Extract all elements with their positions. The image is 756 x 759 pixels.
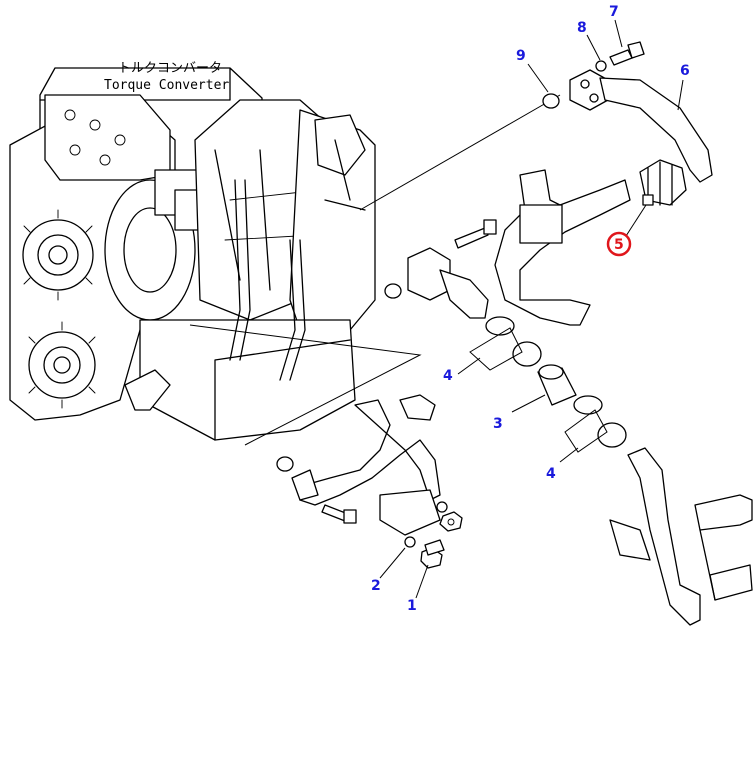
clamp-5[interactable] xyxy=(639,159,687,206)
pipe-lower-right[interactable] xyxy=(609,447,753,626)
callout-6: 6 xyxy=(680,63,690,79)
clamp-4-upper[interactable] xyxy=(469,316,542,371)
nut-right[interactable] xyxy=(439,511,463,532)
pipe-6[interactable] xyxy=(569,69,713,183)
bolt-1[interactable] xyxy=(420,539,445,569)
coupling-3[interactable] xyxy=(537,364,577,406)
callout-3: 3 xyxy=(493,416,503,432)
torque-converter-label-jp: トルクコンバータ xyxy=(118,61,222,76)
o-ring-lower-left[interactable] xyxy=(276,456,294,472)
o-ring-middle[interactable] xyxy=(384,283,402,299)
callout-5: 5 xyxy=(614,237,624,253)
o-ring-9[interactable] xyxy=(542,93,560,109)
clamp-4-lower[interactable] xyxy=(564,395,627,453)
callout-9: 9 xyxy=(516,48,526,64)
torque-converter-label-en: Torque Converter xyxy=(104,78,229,93)
callout-7: 7 xyxy=(609,4,619,20)
callout-8: 8 xyxy=(577,20,587,36)
callout-4-lower: 4 xyxy=(546,466,556,482)
elbow-adapter[interactable] xyxy=(407,247,489,319)
torque-converter-assembly: トルクコンバータ Torque Converter xyxy=(9,61,561,446)
bolt-lower-left[interactable] xyxy=(321,504,357,524)
callout-1: 1 xyxy=(407,598,417,614)
washer-8[interactable] xyxy=(595,60,607,72)
callout-5-highlight: 5 xyxy=(606,231,632,257)
washer-right[interactable] xyxy=(436,501,448,513)
washer-2[interactable] xyxy=(404,536,416,548)
hose-upper[interactable] xyxy=(494,169,631,326)
bracket-pipe-lower[interactable] xyxy=(291,394,441,536)
callout-2: 2 xyxy=(371,578,381,594)
bolt-hose[interactable] xyxy=(454,219,497,249)
bolt-7[interactable] xyxy=(609,41,645,66)
callout-4-upper: 4 xyxy=(443,368,453,384)
